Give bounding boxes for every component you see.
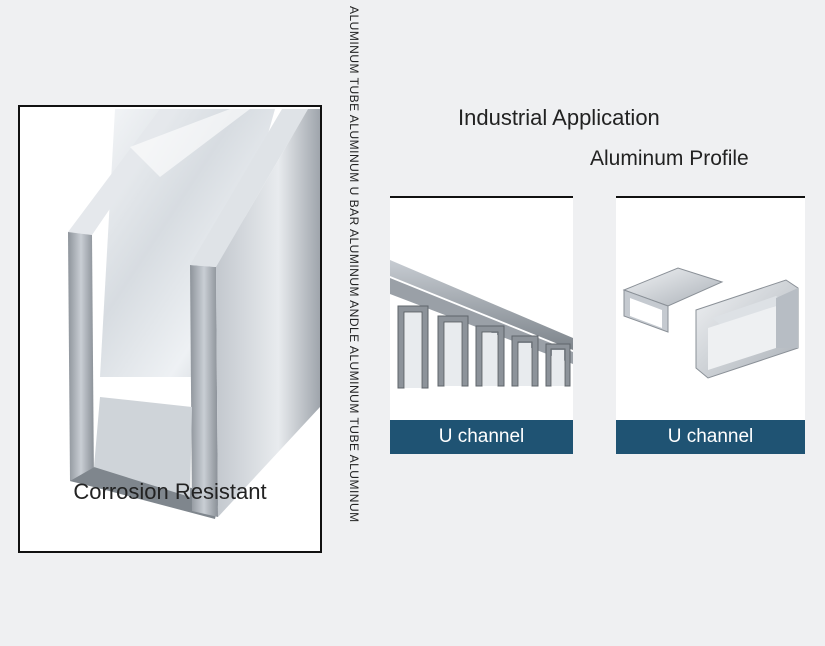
product-card-stacked[interactable]: U channel — [390, 196, 573, 454]
main-product-card: Corrosion Resistant — [18, 105, 322, 553]
product-label-u-channel-2: U channel — [616, 420, 805, 454]
u-channel-pair-image — [622, 267, 799, 379]
vertical-keyword-strip: ALUMINUM TUBE ALUMINUM U BAR ALUMINUM AN… — [345, 6, 361, 631]
vertical-keyword-text: ALUMINUM TUBE ALUMINUM U BAR ALUMINUM AN… — [347, 6, 361, 523]
u-channel-closeup-image — [68, 109, 320, 519]
industrial-application-heading: Industrial Application — [458, 105, 660, 130]
stacked-u-channels-image — [390, 260, 573, 389]
product-label-u-channel: U channel — [390, 420, 573, 454]
aluminum-profile-heading: Aluminum Profile — [590, 147, 749, 170]
product-card-pair[interactable]: U channel — [616, 196, 805, 454]
main-caption: Corrosion Resistant — [73, 479, 267, 504]
